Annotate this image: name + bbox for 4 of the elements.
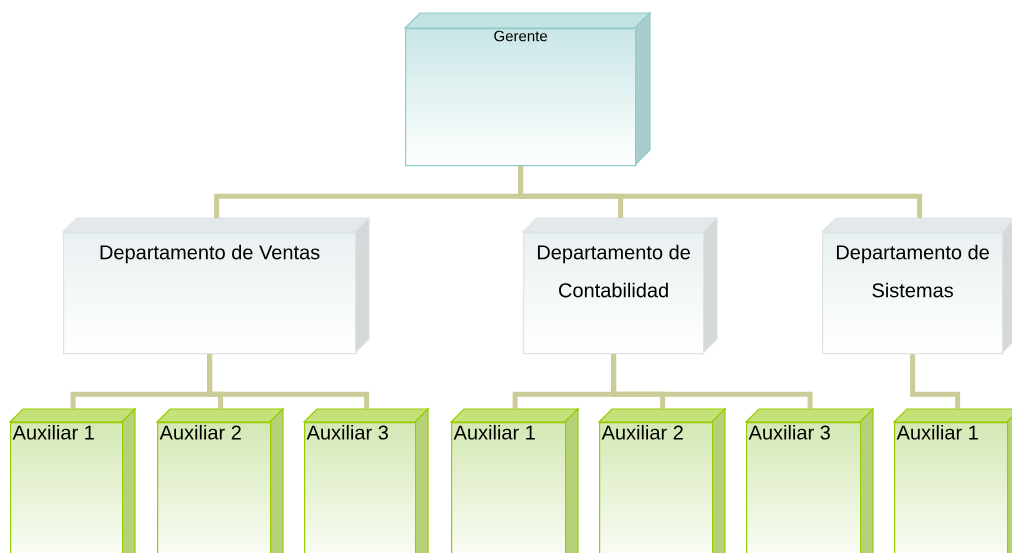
- connector-line: [207, 354, 370, 409]
- connector-line: [518, 166, 923, 218]
- connector-line: [611, 354, 813, 409]
- connector-line: [910, 354, 961, 409]
